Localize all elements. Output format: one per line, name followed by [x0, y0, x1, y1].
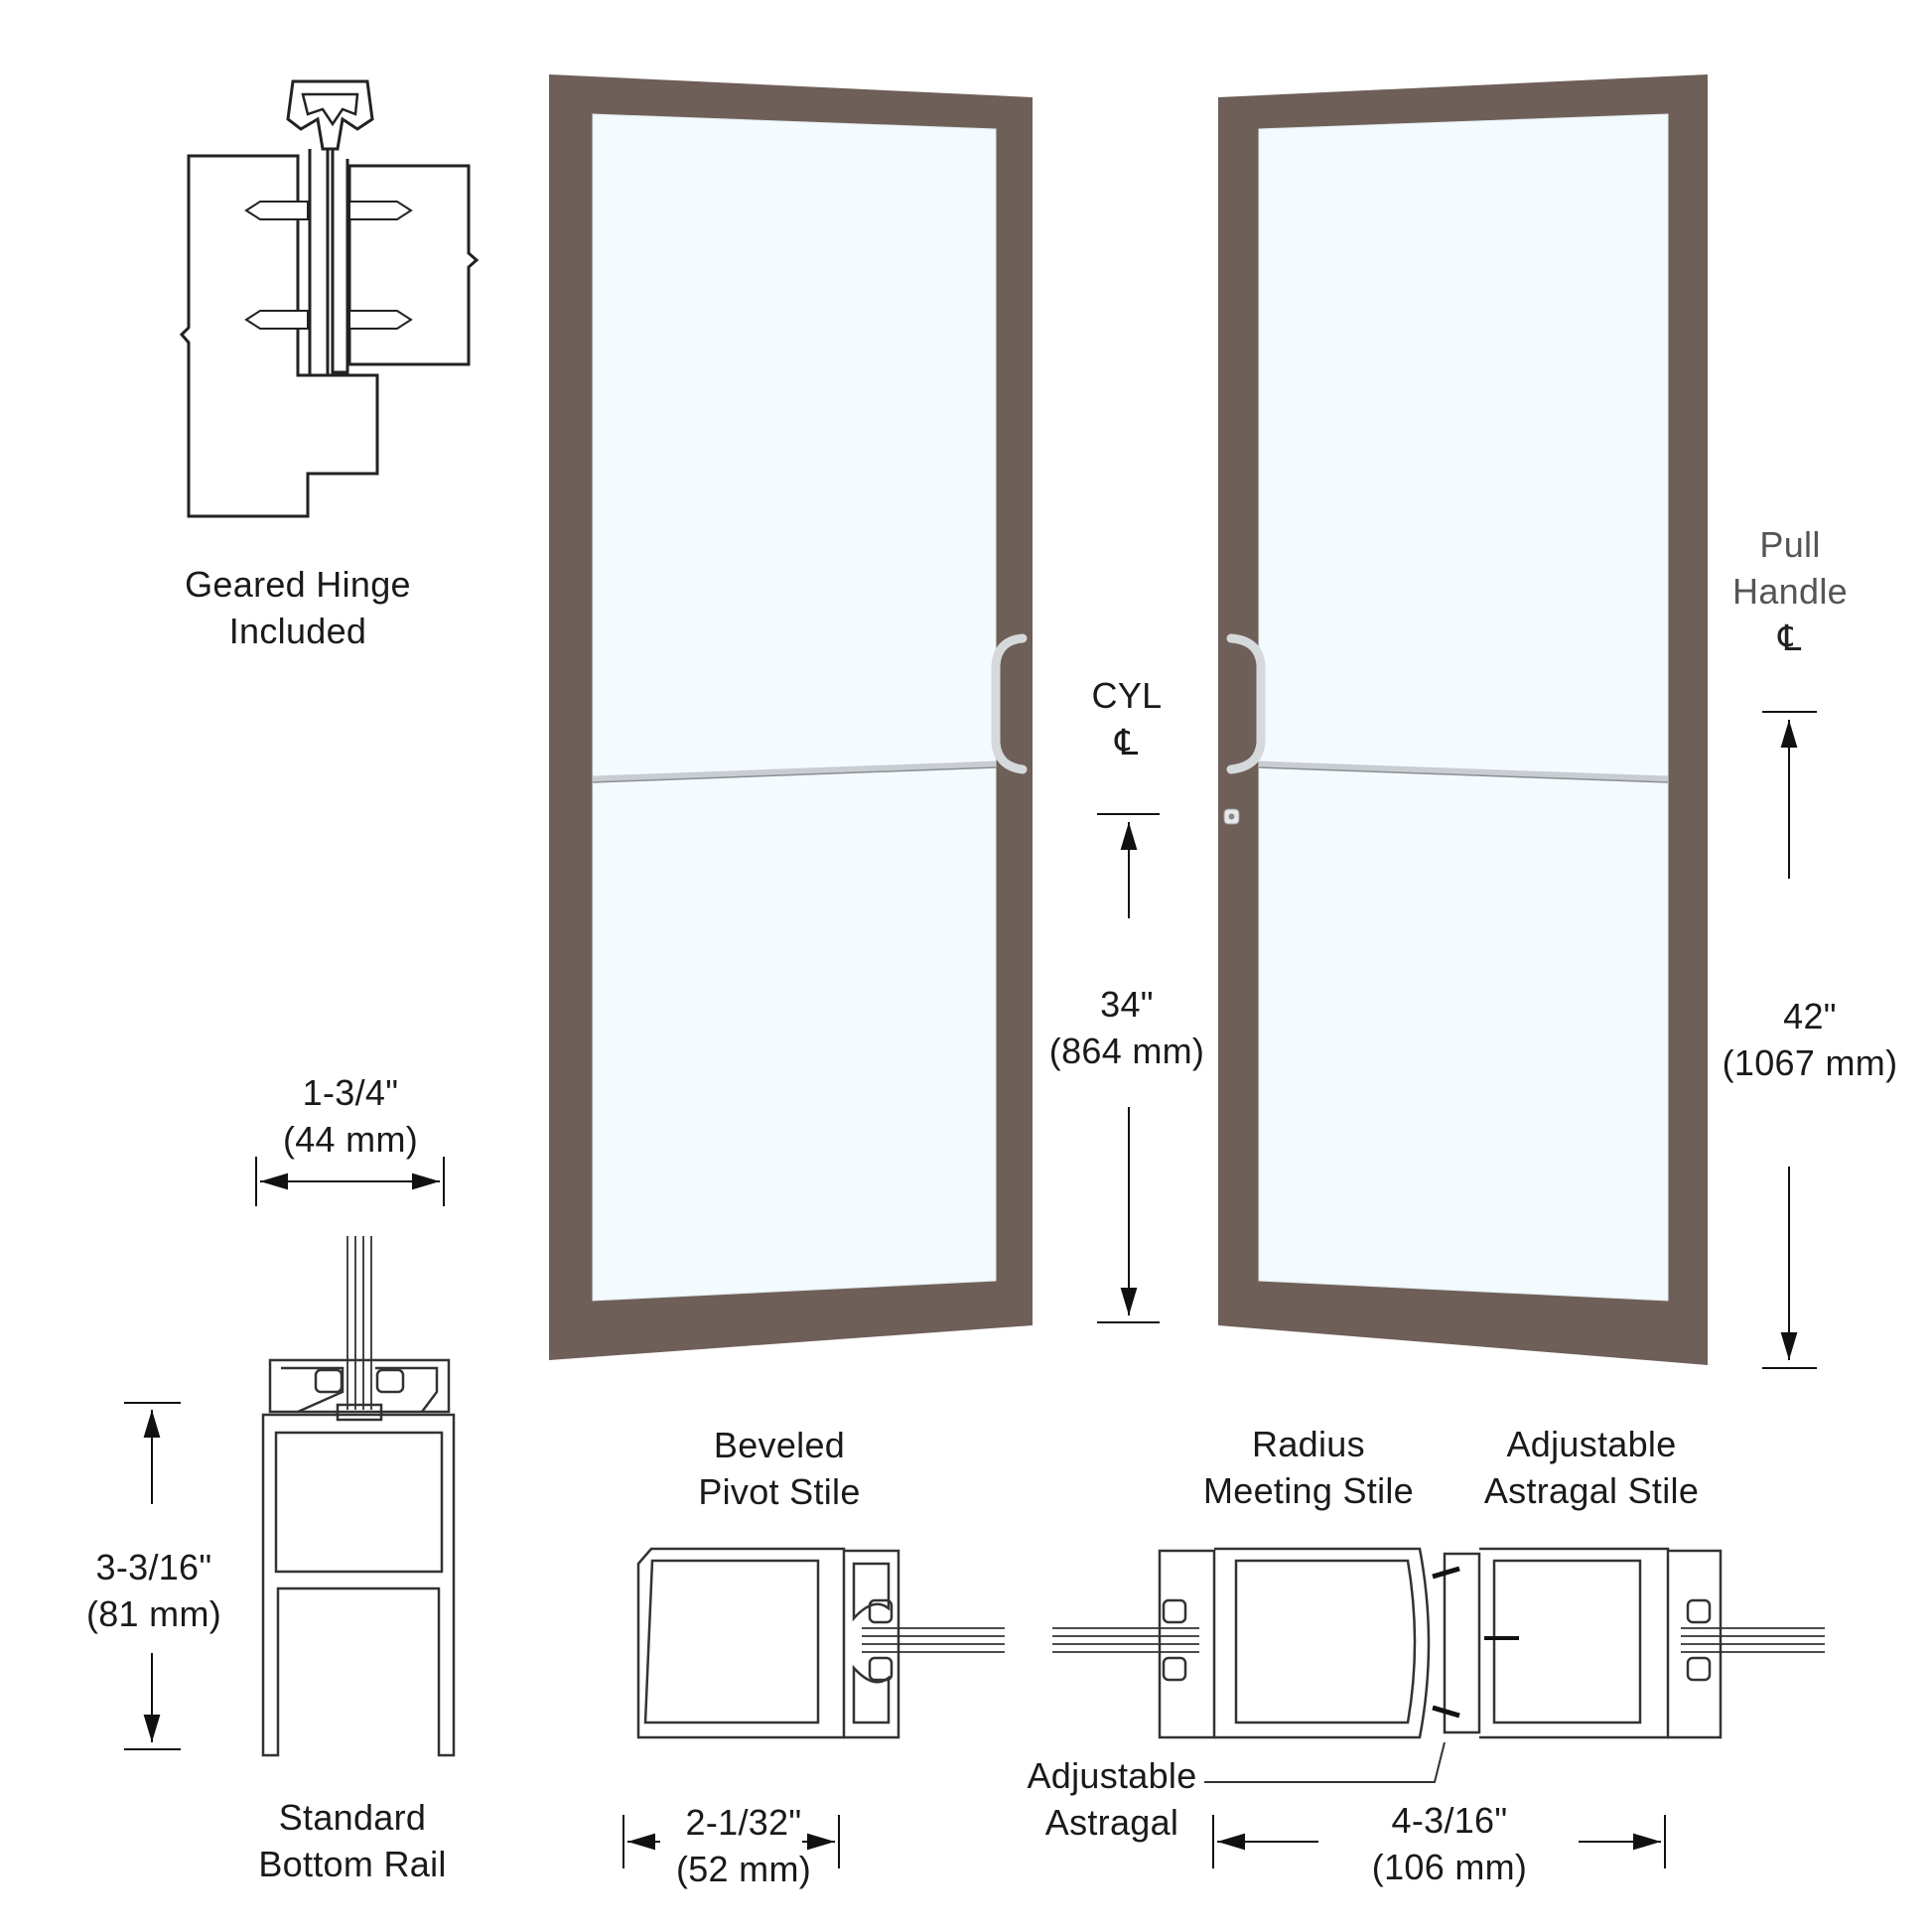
cylinder-lock-icon [1223, 808, 1240, 825]
meeting-stile-label-line2: Meeting Stile [1202, 1470, 1415, 1511]
pull-label-line2: Handle [1732, 571, 1848, 612]
cyl-height-inches: 34" [1100, 984, 1154, 1025]
astragal-stile-label: Adjustable Astragal Stile [1484, 1421, 1699, 1514]
rail-width-inches: 1-3/4" [302, 1072, 399, 1113]
meeting-width-mm: (106 mm) [1371, 1847, 1528, 1887]
meeting-stile-label-line1: Radius [1252, 1424, 1365, 1464]
rail-width-mm: (44 mm) [282, 1119, 419, 1160]
pull-height-label: 42" (1067 mm) [1723, 993, 1898, 1086]
cyl-dimension [1097, 813, 1160, 1323]
pivot-stile-label-line2: Pivot Stile [698, 1471, 861, 1512]
pivot-width-mm: (52 mm) [675, 1849, 812, 1889]
right-door [1218, 74, 1708, 1365]
pull-dimension [1762, 711, 1817, 1369]
pull-height-inches: 42" [1783, 996, 1837, 1036]
hinge-label-line2: Included [228, 611, 367, 651]
push-bar [1258, 760, 1669, 783]
pivot-width-inches: 2-1/32" [685, 1802, 802, 1843]
pull-handle-centerline-label: Pull Handle ℄ [1732, 521, 1848, 661]
astragal-stile-label-line1: Adjustable [1506, 1424, 1677, 1464]
bottom-rail-section [124, 1157, 456, 1757]
bottom-rail-label-line2: Bottom Rail [258, 1844, 447, 1884]
meeting-width-inches: 4-3/16" [1391, 1800, 1508, 1841]
rail-height-label: 3-3/16" (81 mm) [86, 1544, 221, 1637]
centerline-icon: ℄ [1778, 618, 1802, 658]
cyl-label: CYL [1091, 675, 1163, 716]
pivot-stile-label: Beveled Pivot Stile [698, 1422, 860, 1515]
pull-handle-left [991, 633, 1028, 774]
geared-hinge-detail [179, 79, 480, 518]
pull-height-mm: (1067 mm) [1722, 1042, 1898, 1083]
push-bar [592, 760, 997, 783]
cyl-height-mm: (864 mm) [1048, 1031, 1205, 1071]
hinge-label: Geared Hinge Included [185, 561, 411, 654]
hinge-label-line1: Geared Hinge [185, 564, 411, 605]
centerline-icon: ℄ [1115, 722, 1139, 762]
astragal-callout-label: Adjustable Astragal [1027, 1752, 1196, 1846]
pull-handle-right [1226, 633, 1266, 774]
pivot-stile-label-line1: Beveled [713, 1425, 846, 1465]
pivot-stile-section [622, 1547, 1005, 1868]
rail-width-label: 1-3/4" (44 mm) [283, 1069, 418, 1163]
pull-label-line1: Pull [1759, 524, 1821, 565]
pivot-width-label: 2-1/32" (52 mm) [676, 1799, 811, 1892]
bottom-rail-label: Standard Bottom Rail [258, 1794, 446, 1887]
cyl-height-label: 34" (864 mm) [1049, 981, 1204, 1074]
bottom-rail-label-line1: Standard [278, 1797, 427, 1838]
astragal-callout-line1: Adjustable [1027, 1755, 1197, 1796]
astragal-callout-line2: Astragal [1044, 1802, 1179, 1843]
left-door [549, 74, 1033, 1360]
meeting-width-label: 4-3/16" (106 mm) [1372, 1797, 1527, 1890]
meeting-stile-label: Radius Meeting Stile [1203, 1421, 1414, 1514]
rail-height-inches: 3-3/16" [95, 1547, 212, 1587]
meeting-stile-section [1052, 1547, 1825, 1868]
cyl-centerline-label: CYL ℄ [1092, 672, 1163, 765]
rail-height-mm: (81 mm) [85, 1593, 222, 1634]
astragal-stile-label-line2: Astragal Stile [1483, 1470, 1700, 1511]
